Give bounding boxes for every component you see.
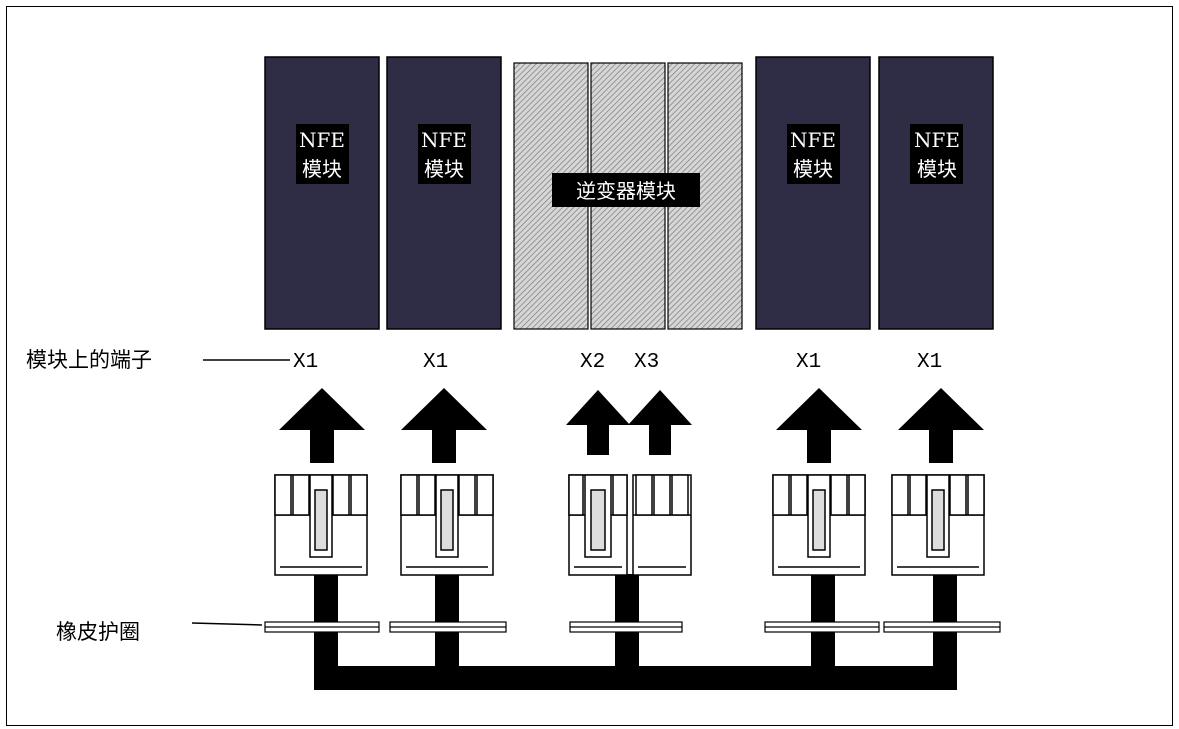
nfe-label-line2: 模块 [424, 157, 464, 181]
connector-2 [400, 474, 494, 576]
inverter-label: 逆变器模块 [576, 179, 676, 203]
connector-4 [891, 474, 985, 576]
nfe-label-line2: 模块 [302, 157, 342, 181]
terminal-x1: X1 [917, 351, 942, 374]
arrow-up-icon [566, 390, 630, 455]
terminal-x2: X2 [580, 351, 605, 374]
nfe-module-3: NFE 模块 [755, 56, 871, 330]
nfe-label-line1: NFE [790, 128, 836, 152]
nfe-label-line2: 模块 [793, 157, 833, 181]
terminal-x1: X1 [423, 351, 448, 374]
arrow-up-icon [279, 388, 365, 463]
terminal-x3: X3 [634, 351, 659, 374]
connector-x3 [632, 474, 692, 576]
leader-line [191, 622, 263, 626]
connector-3 [772, 474, 866, 576]
terminal-x1: X1 [796, 351, 821, 374]
nfe-label-line1: NFE [299, 128, 345, 152]
arrow-up-icon [776, 388, 862, 463]
rubber-grommet-label: 橡皮护圈 [56, 620, 140, 644]
arrow-up-icon [401, 388, 487, 463]
insert-arrows [279, 388, 984, 463]
nfe-label-line1: NFE [914, 128, 960, 152]
arrow-up-icon [628, 390, 692, 455]
nfe-module-1: NFE 模块 [264, 56, 380, 330]
arrow-up-icon [898, 388, 984, 463]
terminals-on-module-label: 模块上的端子 [26, 348, 152, 372]
connector-x2 [568, 474, 628, 576]
rubber-grommets: 橡皮护圈 [56, 620, 1001, 644]
terminal-labels: 模块上的端子 X1 X1 X2 X3 X1 X1 [26, 348, 942, 374]
connector-1 [274, 474, 368, 576]
terminal-x1: X1 [293, 351, 318, 374]
nfe-label-line2: 模块 [917, 157, 957, 181]
inverter-module: 逆变器模块 [513, 62, 743, 330]
nfe-module-4: NFE 模块 [878, 56, 994, 330]
nfe-module-2: NFE 模块 [386, 56, 502, 330]
nfe-label-line1: NFE [421, 128, 467, 152]
